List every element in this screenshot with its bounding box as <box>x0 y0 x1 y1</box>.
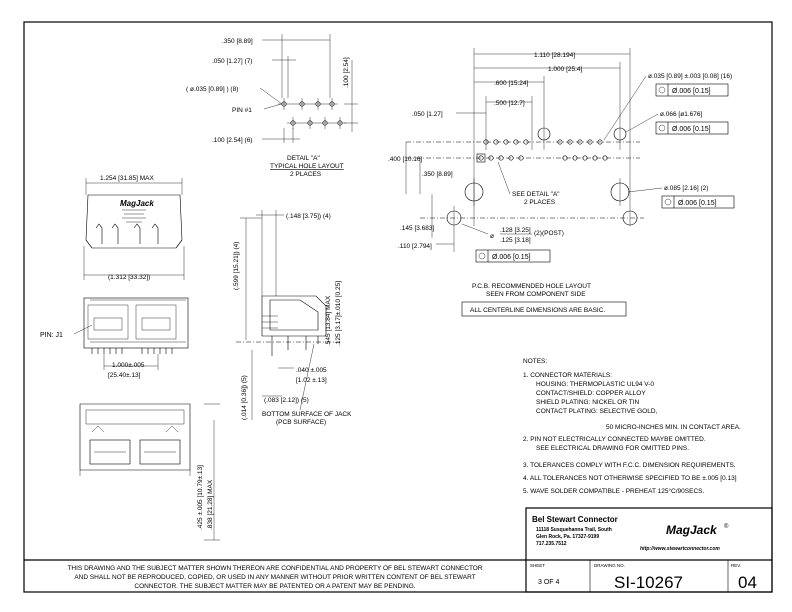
pcb-dim-1000: 1.000 [25.4] <box>548 66 583 73</box>
pcb-dim-400: .400 [10.16] <box>388 156 423 163</box>
detail-a-dim-100-bottom: .100 [2.54] (6) <box>212 137 252 144</box>
drawing-no-value: SI-10267 <box>614 573 683 592</box>
company-phone: 717.235.7512 <box>536 541 567 547</box>
pcb-dim-110: .110 [2.794] <box>398 243 432 250</box>
pcb-see-detail-2: 2 PLACES <box>524 199 556 206</box>
side-view: (.148 [3.75]) (4) (.599 [15.21]) (4) .54… <box>233 210 352 426</box>
company-website: http://www.stewartconnector.com <box>640 546 720 552</box>
detail-a-pin1: PIN #1 <box>232 107 252 114</box>
bottom-dim-1000: 1.000±.005 <box>112 362 145 369</box>
pcb-hole-066-right <box>613 127 627 141</box>
pcb-caption-2: SEEN FROM COMPONENT SIDE <box>486 291 586 298</box>
rev-label: REV. <box>731 563 741 568</box>
lower-dim-838: .838 [21.28] MAX <box>207 479 214 530</box>
company-address-2: Glen Rock, Pa. 17327-9199 <box>536 534 599 540</box>
pcb-note-035: ø.035 [0.89] ±.003 [0.08] (16) <box>648 73 732 80</box>
pcb-hole-row <box>478 139 608 161</box>
detail-a-dim-dia035: ( ø.035 [0.89] ) (8) <box>186 86 238 93</box>
pcb-pin1-square <box>476 153 486 163</box>
front-dim-width-max: 1.254 [31.85] MAX <box>100 175 155 182</box>
pcb-see-detail-1: SEE DETAIL "A" <box>512 191 560 198</box>
detail-a-dim-100-vert: .100 [2.54] <box>343 57 350 88</box>
pcb-dim-500: .500 [12.7] <box>494 100 525 107</box>
pcb-dim-600: .600 [15.24] <box>494 80 529 87</box>
detail-a-caption-2: TYPICAL HOLE LAYOUT <box>270 163 344 170</box>
front-led-tabs <box>95 223 159 244</box>
pcb-note-066: ø.066 [ø1.676] <box>660 111 702 118</box>
detail-a-hole-grid <box>278 98 346 129</box>
pcb-dim-145: .145 [3.683] <box>400 225 435 232</box>
confidential-line: CONNECTOR. THE SUBJECT MATTER MAY BE PAT… <box>134 583 415 590</box>
sheet-border <box>23 21 773 593</box>
side-bottom-1: BOTTOM SURFACE OF JACK <box>262 411 352 418</box>
pcb-tol-006-c: Ø.006 [0.15] <box>678 200 717 207</box>
confidential-notice: THIS DRAWING AND THE SUBJECT MATTER SHOW… <box>24 559 526 590</box>
detail-a: .350 [8.89] .050 [1.27] (7) ( ø.035 [0.8… <box>186 34 358 178</box>
rev-value: 04 <box>738 573 757 592</box>
pcb-layout: 1.110 [28.194] 1.000 [25.4] .600 [15.24]… <box>388 48 735 317</box>
notes-line: CONTACT/SHIELD: COPPER ALLOY <box>536 390 646 397</box>
front-dim-inner: (1.312 [33.32]) <box>108 274 150 281</box>
side-dim-599: (.599 [15.21]) (4) <box>233 242 240 290</box>
notes-line: 5. WAVE SOLDER COMPATIBLE - PREHEAT 125°… <box>523 487 704 495</box>
company-address-1: 11118 Susquehanna Trail, South <box>536 527 612 533</box>
lower-dim-425: .425 ±.005 [10.79±.13] <box>197 465 204 530</box>
pcb-dim-050: .050 [1.27] <box>412 111 443 118</box>
magjack-logo: MagJack <box>666 523 718 537</box>
pcb-caption-1: P.C.B. RECOMMENDED HOLE LAYOUT <box>472 283 591 290</box>
notes-line: HOUSING: THERMOPLASTIC UL94 V-0 <box>536 381 654 388</box>
pcb-post-2: .125 [3.18] <box>500 237 531 244</box>
side-dim-148: (.148 [3.75]) (4) <box>286 213 331 220</box>
side-dim-125: .125 [3.17]±.010 [0.25] <box>335 281 342 346</box>
notes-line: 4. ALL TOLERANCES NOT OTHERWISE SPECIFIE… <box>523 475 737 482</box>
company-name: Bel Stewart Connector <box>532 515 618 524</box>
pcb-tol-006-d: Ø.006 [0.15] <box>492 254 531 261</box>
drawing-no-label: DRAWING NO. <box>594 563 625 568</box>
pcb-note-085: ø.085 [2.16] (2) <box>664 185 708 192</box>
pcb-post-hole-right <box>622 210 638 226</box>
side-dim-545: .545 [13.84] MAX <box>325 295 332 346</box>
pcb-post-3: (2)(POST) <box>534 230 564 237</box>
detail-a-caption-1: DETAIL "A" <box>287 155 320 162</box>
pcb-tol-006-b: Ø.006 [0.15] <box>672 126 711 133</box>
pcb-tol-006-a: Ø.006 [0.15] <box>672 88 711 95</box>
sheet-label: SHEET <box>530 563 545 568</box>
side-dim-083: (.083 [2.12]) (5) <box>264 397 309 404</box>
svg-text:®: ® <box>724 523 729 530</box>
notes-line: 50 MICRO-INCHES MIN. IN CONTACT AREA. <box>606 424 741 431</box>
pcb-dim-1110: 1.110 [28.194] <box>534 52 575 59</box>
sheet-value: 3 OF 4 <box>538 579 560 586</box>
bottom-view: PIN: J1 1.000±.005 [25.40±.13] <box>40 297 189 379</box>
notes-line: SHIELD PLATING: NICKEL OR TIN <box>536 399 639 406</box>
lower-view: .425 ±.005 [10.79±.13] .838 [21.28] MAX <box>79 403 220 541</box>
svg-text:ø: ø <box>490 233 494 240</box>
confidential-line: AND SHALL NOT BE REPRODUCED, COPIED, OR … <box>74 574 475 581</box>
bottom-dim-2540: [25.40±.13] <box>108 372 141 379</box>
pcb-dim-350: .350 [8.89] <box>422 171 453 178</box>
detail-a-dim-050: .050 [1.27] (7) <box>212 58 252 65</box>
notes-heading: NOTES: <box>523 358 547 365</box>
pcb-hole-066-left <box>537 127 551 141</box>
side-bottom-2: (PCB SURFACE) <box>276 419 326 426</box>
detail-a-dim-350: .350 [8.89] <box>222 38 253 45</box>
side-dim-040: .040 ±.005 <box>296 367 327 374</box>
front-brand: MagJack <box>120 199 154 208</box>
notes-line: 1. CONNECTOR MATERIALS: <box>523 372 612 379</box>
front-view: 1.254 [31.85] MAX MagJack (1.312 [33.32]… <box>83 175 185 281</box>
pcb-basic-note: ALL CENTERLINE DIMENSIONS ARE BASIC. <box>470 307 605 314</box>
title-block: Bel Stewart Connector 11118 Susquehanna … <box>525 507 773 593</box>
notes-line: SEE ELECTRICAL DRAWING FOR OMITTED PINS. <box>536 445 689 452</box>
notes-line: CONTACT PLATING: SELECTIVE GOLD, <box>536 408 658 415</box>
pcb-post-1: .128 [3.25] <box>500 227 531 234</box>
side-dim-014: (.014 [0.36]) (5) <box>241 375 248 420</box>
notes-block: NOTES: 1. CONNECTOR MATERIALS: HOUSING: … <box>523 358 741 495</box>
detail-a-caption-3: 2 PLACES <box>290 171 322 178</box>
notes-line: 3. TOLERANCES COMPLY WITH F.C.C. DIMENSI… <box>523 462 736 469</box>
bottom-pin-label: PIN: J1 <box>40 332 63 339</box>
side-dim-102: [1.02 ±.13] <box>296 377 327 384</box>
confidential-line: THIS DRAWING AND THE SUBJECT MATTER SHOW… <box>67 565 482 572</box>
notes-line: 2. PIN NOT ELECTRICALLY CONNECTED MAYBE … <box>523 436 706 443</box>
